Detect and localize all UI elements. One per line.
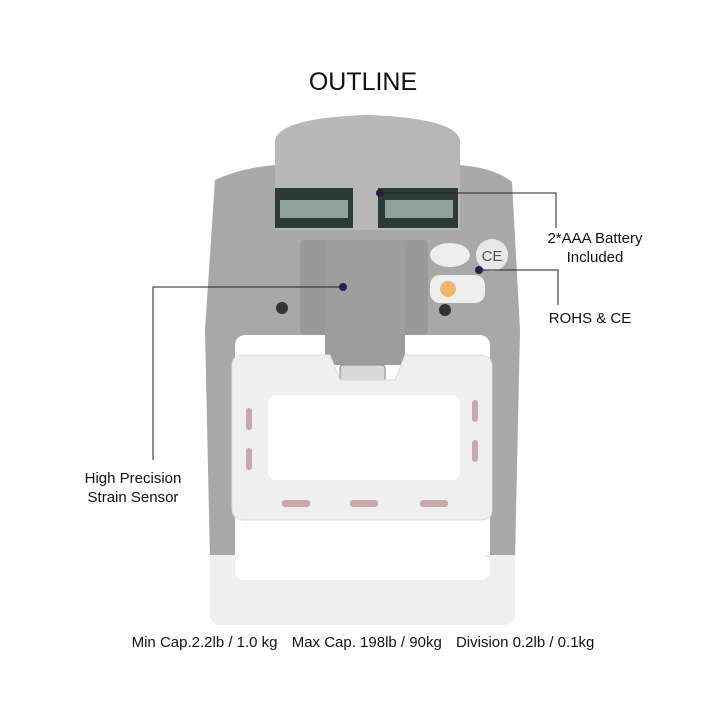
grip-opening [268, 395, 460, 480]
svg-text:CE: CE [482, 248, 503, 265]
spec-min-capacity: Min Cap.2.2lb / 1.0 kg [131, 634, 278, 651]
battery-leader-line [380, 192, 557, 228]
sensor-leader-line [152, 286, 343, 460]
sensor-callout: High Precision Strain Sensor [68, 469, 198, 507]
sensor-callout-line2: Strain Sensor [87, 489, 179, 506]
sensor-callout-line1: High Precision [84, 470, 182, 487]
spec-max-capacity: Max Cap. 198lb / 90kg [291, 634, 442, 651]
battery-callout: 2*AAA Battery Included [520, 229, 670, 267]
certification-leader-line [479, 269, 559, 305]
battery-callout-line2: Included [566, 249, 624, 266]
spec-division: Division 0.2lb / 0.1kg [455, 634, 595, 651]
battery-callout-line1: 2*AAA Battery [547, 230, 643, 247]
rohs-sticker [430, 275, 485, 303]
ce-mark [476, 239, 508, 271]
certification-callout: ROHS & CE [548, 310, 632, 327]
specifications: Min Cap.2.2lb / 1.0 kg Max Cap. 198lb / … [0, 634, 726, 651]
model-sticker [430, 243, 470, 267]
page-title: OUTLINE [308, 68, 418, 96]
